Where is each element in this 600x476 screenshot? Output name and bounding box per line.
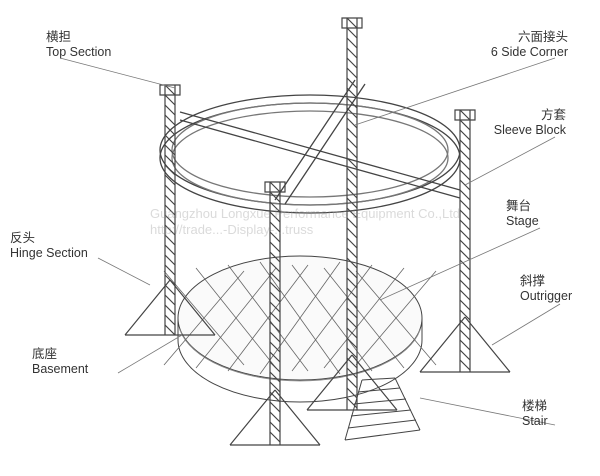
sleeve-block [264, 181, 286, 193]
truss-lattice [346, 17, 358, 409]
stage-grid-line [355, 270, 437, 366]
outrigger [419, 316, 511, 373]
truss-tower [346, 18, 358, 410]
stage-grid-line [163, 270, 245, 366]
truss-lattice [459, 109, 471, 371]
watermark-line1: Guangzhou Longxue Performance Equipment … [150, 206, 461, 221]
truss-tower [164, 85, 176, 335]
label-top-section: 横担 Top Section [46, 30, 112, 59]
label-six-side-corner: 六面接头 6 Side Corner [490, 30, 568, 59]
stage-grid-line [291, 264, 373, 372]
watermark-line2: http://trade...-Display-...truss [150, 222, 314, 237]
label-stage: 舞台 Stage [506, 199, 539, 228]
stage-grid-line [227, 264, 309, 372]
label-sleeve-block: 方套 Sleeve Block [493, 108, 566, 137]
stage-platform [163, 255, 437, 403]
sleeve-block [341, 17, 363, 29]
outrigger [229, 389, 321, 446]
label-basement: 底座 Basement [32, 347, 89, 376]
top-ring-truss [159, 79, 461, 214]
sleeve-block [159, 84, 181, 96]
stage-grid-line [323, 267, 405, 369]
sleeve-block [454, 109, 476, 121]
truss-lattice [269, 181, 281, 443]
label-stair: 楼梯 Stair [522, 399, 548, 428]
truss-tower [459, 110, 471, 372]
outrigger [306, 354, 398, 411]
stage-grid-line [195, 267, 277, 369]
label-outrigger: 斜撑 Outrigger [520, 274, 573, 303]
label-hinge-section: 反头 Hinge Section [10, 231, 88, 260]
outrigger [124, 279, 216, 336]
truss-towers [124, 17, 511, 446]
leader-lines [59, 57, 561, 426]
